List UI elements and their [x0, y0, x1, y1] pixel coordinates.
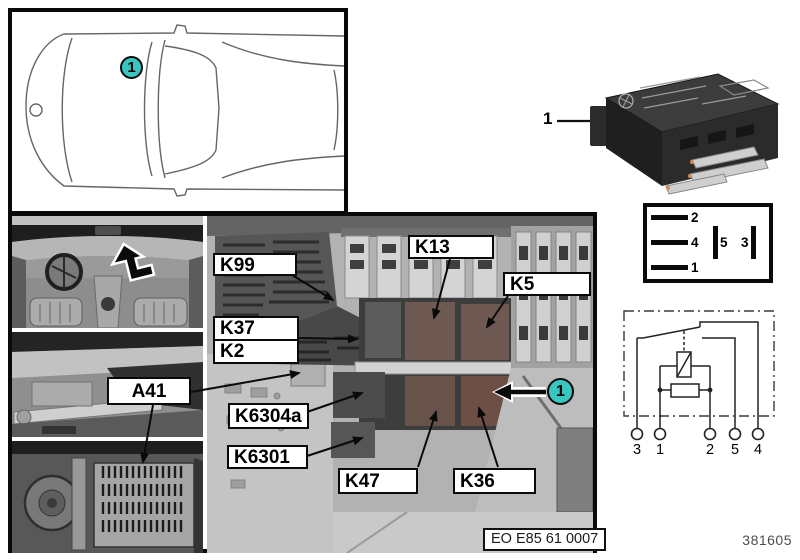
car-cockpit-opening [164, 45, 220, 175]
rear-view-mirror [95, 226, 121, 235]
pin-bar-5 [713, 226, 718, 259]
control-module-photo-inset [12, 441, 203, 553]
pin-number-3: 3 [741, 235, 749, 250]
car-hood-emblem [29, 103, 43, 117]
schematic-terminal-2: 2 [705, 442, 715, 458]
seat-left [29, 297, 83, 327]
relay-k47 [405, 376, 455, 426]
seat-right [133, 297, 188, 327]
label-k6301: K6301 [227, 445, 308, 469]
schematic-terminal-5: 5 [730, 442, 740, 458]
label-k36: K36 [453, 468, 536, 494]
label-k47: K47 [338, 468, 418, 494]
pin-number-2: 2 [691, 210, 699, 225]
pin-number-1: 1 [691, 260, 699, 275]
pin-layout-diagram: 2 4 1 5 3 [643, 203, 773, 283]
label-k6304a: K6304a [228, 403, 309, 429]
door-right [189, 256, 203, 328]
interior-photo-inset [12, 216, 203, 328]
car-body-outline [25, 24, 345, 197]
switch-contact [642, 326, 701, 339]
fusebox-photo-panel: K99 K37 K2 A41 K6304a K6301 K47 K36 K13 … [8, 212, 607, 553]
resistor-symbol [670, 383, 700, 398]
photo-reference-caption: EO E85 61 0007 [483, 528, 607, 551]
car-rear-deck-top [221, 41, 345, 67]
pin-bar-1 [651, 265, 688, 270]
bracket [71, 457, 87, 551]
car-windshield-rear-edge [157, 39, 166, 179]
pin-number-5: 5 [720, 235, 728, 250]
figure-number: 381605 [742, 532, 792, 548]
relay-k6301 [331, 422, 375, 458]
photo-callout-1: 1 [547, 378, 574, 405]
relay-left-face [606, 98, 662, 186]
car-rear-deck-bottom [221, 155, 345, 179]
relay-mounting-tab [590, 106, 607, 146]
label-a41: A41 [107, 377, 191, 405]
schematic-terminal-3: 3 [632, 442, 642, 458]
terminal-5-wire [702, 337, 736, 429]
car-top-view-drawing [25, 24, 345, 197]
schematic-terminal-1: 1 [655, 442, 665, 458]
relay-k6304a [333, 372, 385, 418]
label-k37-k2: K37 K2 [213, 316, 299, 364]
engine-bay-photo-inset [12, 332, 203, 437]
car-callout-1: 1 [120, 56, 143, 79]
door-left [12, 256, 26, 328]
relay-photo [557, 73, 780, 195]
label-k99: K99 [213, 253, 297, 276]
car-trunk-seam [333, 69, 339, 151]
relay-k13 [405, 302, 455, 360]
pin-bar-2 [651, 215, 688, 220]
car-location-panel: 1 [8, 8, 348, 215]
relay-terminal-slots [680, 124, 754, 150]
terminal-circles [630, 427, 765, 441]
schematic-boundary [623, 310, 775, 417]
relay-circuit-schematic [623, 310, 775, 441]
car-hood-seam [61, 37, 73, 183]
terminal-3-wire [636, 337, 643, 429]
label-k37: K37 [220, 318, 255, 339]
schematic-terminal-4: 4 [753, 442, 763, 458]
pin-bar-3 [751, 226, 756, 259]
terminal-4-wire [699, 321, 759, 429]
location-arrow-icon [109, 242, 156, 282]
label-k13: K13 [408, 235, 494, 259]
relay-top-markings [618, 76, 770, 109]
relay-front-face [662, 104, 778, 186]
label-k2: K2 [215, 339, 297, 362]
pin-bar-4 [651, 240, 688, 245]
relay-item-number: 1 [543, 109, 553, 128]
relay-k5 [461, 304, 509, 360]
relay-blade-terminals [665, 146, 769, 195]
car-windshield-front-edge [143, 41, 153, 177]
label-k5: K5 [503, 272, 591, 296]
pin-number-4: 4 [691, 235, 699, 250]
